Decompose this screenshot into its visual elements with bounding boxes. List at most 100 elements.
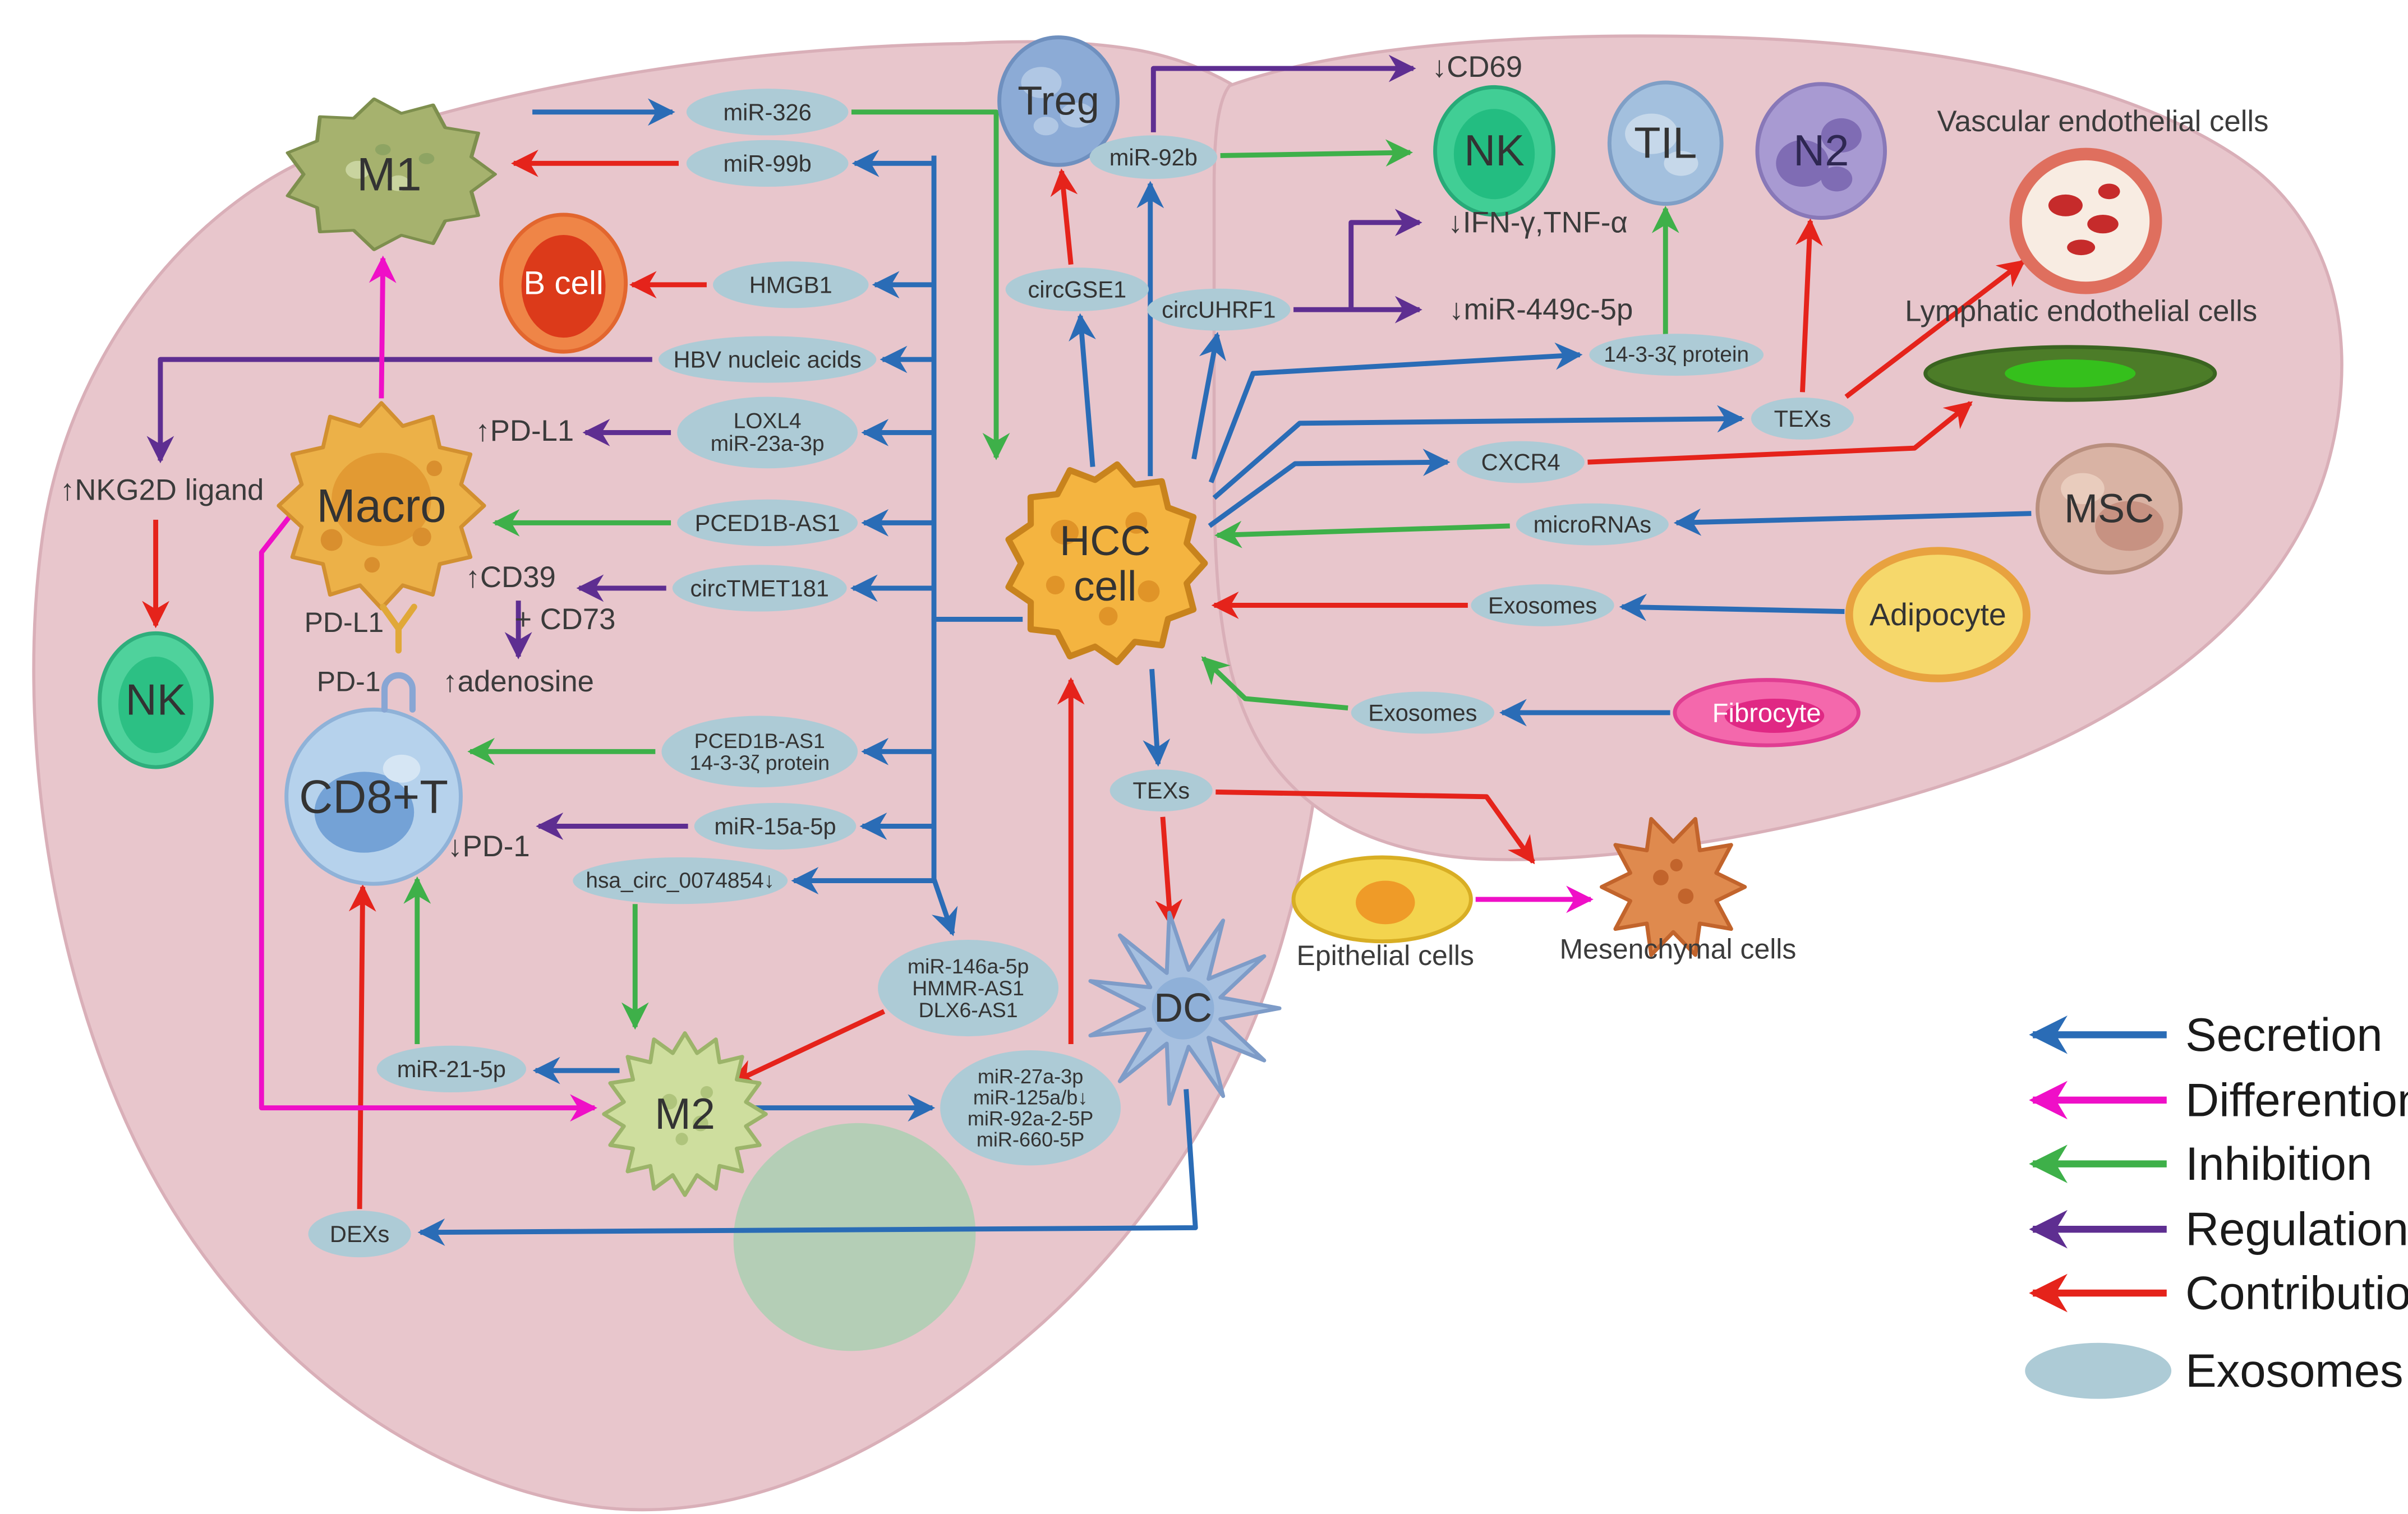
macro-inner-blob [364, 557, 380, 573]
pd-l1-receptor-icon [380, 603, 417, 654]
cell-label-m1: M1 [357, 148, 422, 200]
legend: SecretionDifferentionInhibitionRegulatio… [2025, 1009, 2408, 1399]
n2-inner-blob [1776, 140, 1829, 187]
til-inner-blob [1625, 113, 1678, 154]
exosome-label-text: circTMET181 [690, 575, 829, 601]
arrow-texs-contribution-dc [1155, 816, 1183, 927]
exosome-ellipse [686, 140, 849, 187]
cell-label-nk-right: NK [1464, 127, 1525, 175]
mesenchymal-inner-blob [1678, 888, 1694, 904]
macro-inner-blob [426, 460, 443, 477]
cell-nk-left: NK [98, 631, 214, 769]
exosome-ellipse [672, 565, 847, 612]
cell-msc: MSC [2036, 443, 2183, 575]
pd-1-receptor-icon [381, 672, 416, 713]
cell-label-macro: Macro [316, 479, 446, 532]
exosome-ellipse [686, 89, 849, 136]
text-label: PD-1 [317, 666, 381, 697]
cell-label-fibrocyte: Fibrocyte [1712, 698, 1821, 727]
b-cell-inner-blob [521, 235, 606, 338]
m1-inner-blob [388, 175, 409, 191]
arrow-mir146-group-contribution-m2 [729, 1009, 886, 1086]
n2-inner-blob [1821, 166, 1853, 192]
exosome-ellipse [713, 261, 869, 308]
exosome-label: miR-27a-3pmiR-125a/b↓miR-92a-2-5PmiR-660… [940, 1050, 1121, 1166]
hcc-inner-blob [1138, 580, 1160, 602]
arrows-layer [142, 54, 2032, 1246]
arrow-macro-differentiates-m1 [369, 255, 397, 399]
exosome-label-text: miR-660-5P [977, 1128, 1084, 1151]
exosome-label-text: DLX6-AS1 [919, 998, 1018, 1022]
hcc-inner-blob [1125, 511, 1148, 534]
exosome-ellipse [694, 802, 857, 850]
fibrocyte-inner-blob [1724, 698, 1825, 733]
nk-left-inner-blob [118, 657, 194, 754]
arrow-msc-secretes-micrornas [1673, 508, 2032, 536]
exosome-ellipse [661, 716, 858, 788]
legend-label: Regulation [2185, 1203, 2408, 1255]
exosome-label-text: hsa_circ_0074854↓ [586, 869, 775, 893]
nk-right-inner-blob [1453, 109, 1535, 200]
exosome-label-text: microRNAs [1534, 511, 1651, 538]
exosome-ellipse [1751, 397, 1854, 440]
legend-item-differention: Differention [2029, 1074, 2408, 1126]
exosome-label: HBV nucleic acids [658, 336, 877, 383]
m2-inner-blob [692, 1115, 708, 1132]
arrow-dc-secretes-dexs [417, 1089, 1198, 1246]
cell-fibrocyte: Fibrocyte [1673, 678, 1861, 747]
text-labels-layer: ↓CD69↓IFN-γ,TNF-α↓miR-449c-5p↑PD-L1↑NKG2… [60, 50, 2268, 971]
cell-label-m2: M2 [655, 1090, 715, 1138]
exosome-ellipse [573, 857, 788, 904]
legend-label: Differention [2185, 1074, 2408, 1126]
text-label: Mesenchymal cells [1560, 934, 1797, 965]
cell-label-dc: DC [1154, 986, 1212, 1031]
exosome-label: TEXs [1751, 397, 1854, 440]
legend-item-inhibition: Inhibition [2029, 1138, 2372, 1190]
exosome-ellipse [1471, 584, 1614, 626]
hcc-inner-blob [1051, 519, 1079, 545]
arrow-hcc-secretes-circgse1 [1069, 313, 1096, 467]
msc-inner-blob [2061, 473, 2105, 505]
text-label: ↑NKG2D ligand [60, 474, 264, 507]
arrow-texs-contribution-emt [1215, 789, 1536, 865]
arrow-circgse1-contribution-treg [1050, 168, 1078, 265]
exosome-label: hsa_circ_0074854↓ [573, 857, 788, 904]
arrow-hcc-secretes-1433-protein [1208, 342, 1583, 483]
text-label: Lymphatic endothelial cells [1905, 294, 2257, 327]
exosome-ellipse [376, 1045, 527, 1092]
arrow-mir92b-inhibits-nk [1220, 139, 1414, 167]
exosome-label: miR-326 [686, 89, 849, 136]
m1-inner-blob [418, 153, 435, 164]
arrow-adipocyte-secretes-exosomes [1619, 593, 1845, 621]
exosome-label-text: TEXs [1132, 777, 1190, 804]
gallbladder-shape [733, 1123, 976, 1351]
exosome-label-text: DEXs [330, 1221, 389, 1247]
m2-inner-blob [700, 1086, 713, 1099]
n2-inner-blob [1821, 118, 1862, 153]
cell-adipocyte: Adipocyte [1845, 547, 2031, 682]
vascular-endothelial-body [2009, 147, 2162, 294]
cell-label-adipocyte: Adipocyte [1870, 597, 2006, 632]
cd8t-inner-blob [314, 772, 415, 853]
treg-inner-blob [1021, 67, 1062, 98]
text-label: Epithelial cells [1297, 940, 1474, 971]
exosome-ellipse [1457, 441, 1585, 483]
arrow-micrornas-inhibit-hcc [1214, 520, 1510, 548]
exosome-label: Exosomes [1471, 584, 1614, 626]
exosome-label: microRNAs [1516, 503, 1669, 546]
exosome-ellipse [1109, 769, 1213, 812]
treg-inner-blob [1033, 117, 1059, 136]
treg-inner-blob [1060, 103, 1094, 128]
text-label: PD-L1 [305, 607, 384, 638]
text-label: ↑adenosine [443, 665, 594, 698]
exosome-label-text: circGSE1 [1028, 276, 1126, 303]
arrow-circuhrf1-regulates-ifng-tnfa [1348, 209, 1422, 310]
cell-label-b-cell: B cell [523, 265, 603, 302]
m1-inner-blob [346, 160, 371, 179]
cell-m1: M1 [286, 97, 497, 251]
exosome-label-text: HMMR-AS1 [912, 976, 1024, 1000]
mesenchymal-body [1600, 816, 1747, 957]
